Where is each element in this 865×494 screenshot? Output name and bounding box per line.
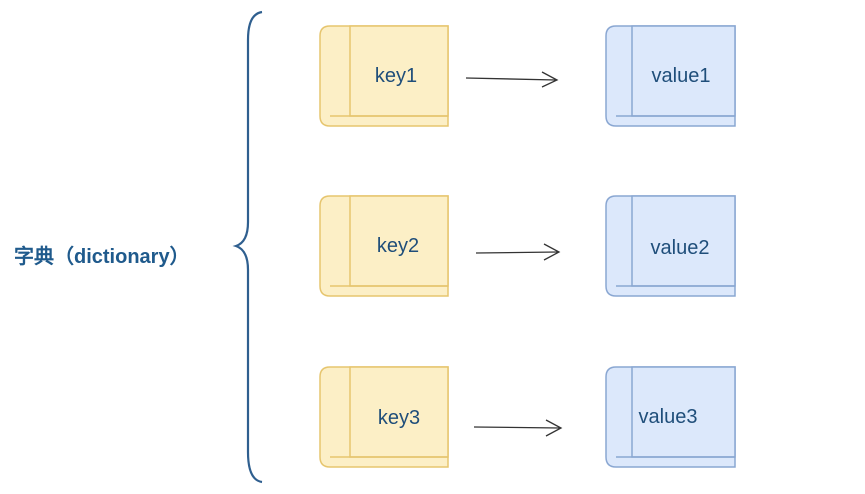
- key-label-1: key1: [375, 65, 417, 87]
- key-label-2: key2: [377, 235, 419, 257]
- dictionary-label: 字典（dictionary）: [14, 246, 190, 268]
- pair-3: key3 value3: [319, 366, 736, 468]
- value-book-2: value2: [605, 195, 736, 297]
- key-book-3: key3: [319, 366, 449, 468]
- arrow-3: [473, 419, 563, 437]
- pair-2: key2 value2: [319, 195, 736, 297]
- key-label-3: key3: [378, 407, 420, 429]
- pair-1: key1 value1: [319, 25, 736, 127]
- value-book-1: value1: [605, 25, 736, 127]
- arrow-1: [465, 71, 559, 88]
- key-book-2: key2: [319, 195, 449, 297]
- value-label-1: value1: [652, 65, 711, 87]
- value-label-2: value2: [651, 237, 710, 259]
- value-book-3: value3: [605, 366, 736, 468]
- key-book-1: key1: [319, 25, 449, 127]
- arrow-2: [475, 243, 561, 261]
- curly-brace: [232, 10, 263, 484]
- value-label-3: value3: [639, 406, 698, 428]
